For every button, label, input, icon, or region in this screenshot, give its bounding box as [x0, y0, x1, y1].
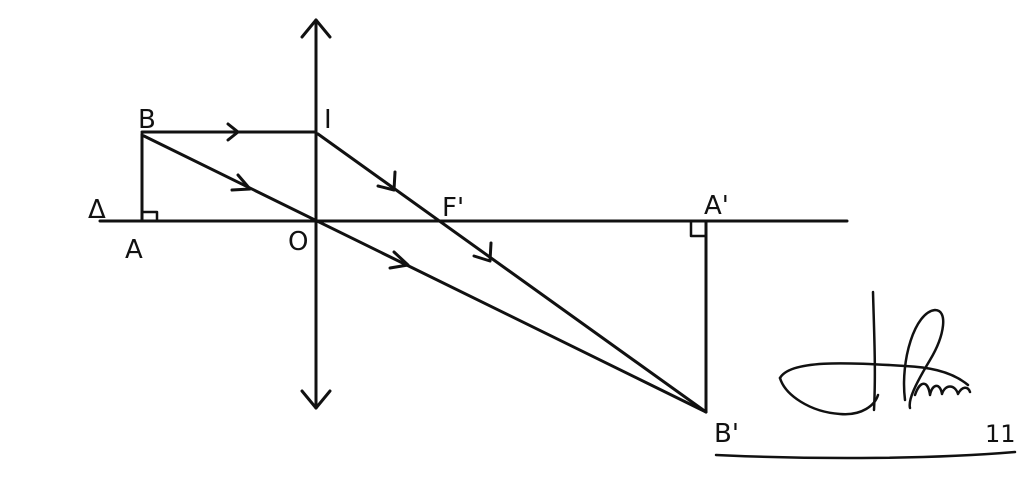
label-page-mark: 11	[985, 420, 1016, 448]
label-A: A	[125, 235, 143, 265]
right-angle-mark-A	[141, 210, 159, 223]
label-B-prime: B'	[714, 419, 739, 449]
handwritten-signature	[778, 290, 972, 416]
arrow-ray-F-B	[472, 241, 493, 263]
label-F-prime: F'	[442, 193, 464, 223]
label-A-prime: A'	[704, 191, 729, 221]
arrow-ray-I-F	[376, 170, 397, 192]
underline-stroke	[714, 450, 1017, 460]
arrow-ray-B-O	[230, 173, 252, 192]
label-triangle: Δ	[88, 195, 106, 225]
label-O: O	[288, 227, 308, 257]
arrow-ray-O-B	[388, 250, 410, 270]
arrow-ray-B-to-I	[226, 122, 240, 142]
right-angle-mark-A-prime	[689, 220, 708, 238]
label-B: B	[138, 105, 156, 135]
label-I: I	[324, 105, 332, 135]
ray-B-through-O	[142, 134, 708, 414]
converging-lens	[300, 18, 332, 410]
ray-I-through-F-prime	[316, 132, 708, 414]
